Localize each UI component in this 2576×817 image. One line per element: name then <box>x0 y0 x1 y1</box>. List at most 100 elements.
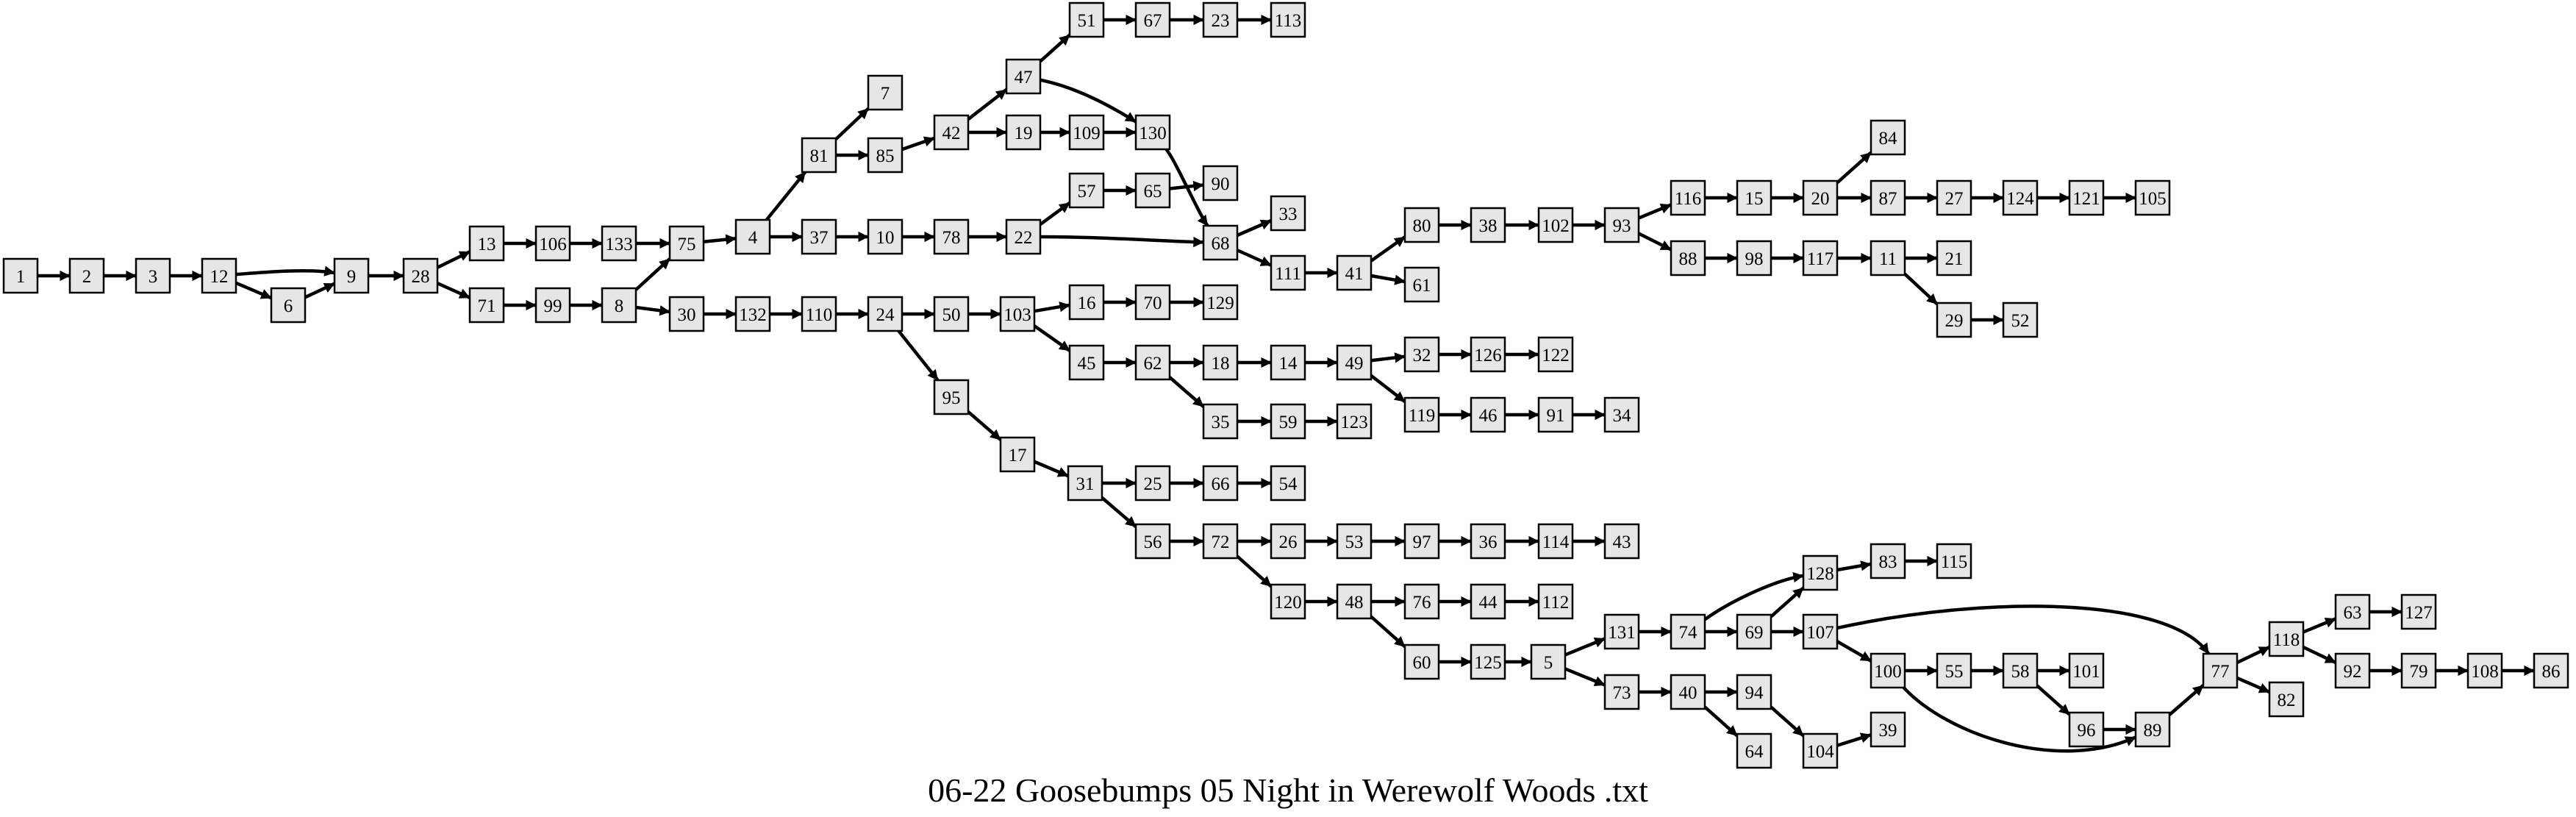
node-label: 36 <box>1479 532 1498 552</box>
node-71: 71 <box>468 287 505 324</box>
node-90: 90 <box>1202 165 1239 201</box>
edge-93-to-116 <box>1638 203 1672 220</box>
edge-12-to-9 <box>235 265 335 277</box>
node-box <box>1870 240 1906 277</box>
node-label: 98 <box>1745 249 1764 269</box>
node-34: 34 <box>1603 396 1640 433</box>
node-box <box>867 218 904 255</box>
node-52: 52 <box>2002 302 2039 338</box>
node-box <box>1537 207 1574 243</box>
edge-49-to-119 <box>1370 374 1406 404</box>
node-label: 94 <box>1745 683 1764 703</box>
node-box <box>1134 1 1171 38</box>
node-box <box>1068 284 1105 321</box>
node-69: 69 <box>1736 613 1772 650</box>
node-box <box>1802 732 1839 769</box>
node-label: 45 <box>1078 354 1096 374</box>
node-box <box>1403 266 1440 303</box>
node-box <box>534 225 571 262</box>
edge-31-to-56 <box>1101 496 1137 528</box>
node-28: 28 <box>402 257 439 294</box>
node-2: 2 <box>68 257 105 294</box>
node-41: 41 <box>1336 254 1373 291</box>
node-87: 87 <box>1870 179 1906 216</box>
node-93: 93 <box>1603 207 1640 243</box>
node-10: 10 <box>867 218 904 255</box>
node-label: 37 <box>810 228 829 248</box>
node-99: 99 <box>534 287 571 324</box>
node-85: 85 <box>867 137 904 174</box>
node-70: 70 <box>1134 284 1171 321</box>
node-22: 22 <box>1005 218 1042 255</box>
node-box <box>1470 396 1506 433</box>
node-label: 132 <box>739 305 767 325</box>
node-20: 20 <box>1802 179 1839 216</box>
node-box <box>1336 254 1373 291</box>
node-box <box>999 296 1036 332</box>
node-104: 104 <box>1802 732 1839 769</box>
node-box <box>1005 218 1042 255</box>
node-label: 75 <box>678 235 696 254</box>
edge-17-to-31 <box>1034 460 1069 478</box>
node-box <box>1068 344 1105 381</box>
node-box <box>2400 593 2437 630</box>
node-box <box>1603 523 1640 560</box>
node-label: 62 <box>1144 354 1162 374</box>
node-box <box>468 287 505 324</box>
node-box <box>1603 207 1640 243</box>
node-label: 122 <box>1542 346 1570 365</box>
node-89: 89 <box>2134 711 2171 748</box>
node-label: 51 <box>1078 11 1096 31</box>
node-box <box>668 296 705 332</box>
edge-107-to-77 <box>1836 604 2211 655</box>
node-box <box>2068 179 2105 216</box>
node-box <box>1403 336 1440 373</box>
node-label: 40 <box>1679 683 1697 703</box>
node-127: 127 <box>2400 593 2437 630</box>
node-box <box>2068 652 2105 689</box>
node-box <box>1870 179 1906 216</box>
node-label: 116 <box>1675 189 1702 209</box>
node-31: 31 <box>1067 465 1103 502</box>
node-label: 27 <box>1945 189 1964 209</box>
node-box <box>1336 403 1373 440</box>
edge-118-to-92 <box>2303 645 2336 665</box>
node-label: 49 <box>1345 354 1364 374</box>
node-box <box>1670 179 1706 216</box>
node-121: 121 <box>2068 179 2105 216</box>
node-box <box>2334 593 2371 630</box>
node-label: 3 <box>149 267 158 287</box>
node-label: 84 <box>1879 129 1898 149</box>
node-label: 117 <box>1807 249 1834 269</box>
edge-85-to-42 <box>901 136 935 151</box>
node-box <box>933 218 970 255</box>
node-88: 88 <box>1670 240 1706 277</box>
node-box <box>801 137 837 174</box>
node-label: 92 <box>2344 662 2362 682</box>
node-box <box>1202 165 1239 201</box>
node-box <box>1202 1 1239 38</box>
node-79: 79 <box>2400 652 2437 689</box>
node-label: 43 <box>1613 532 1631 552</box>
edge-100-to-89 <box>1902 686 2136 753</box>
node-26: 26 <box>1270 523 1306 560</box>
node-box <box>1068 1 1105 38</box>
node-32: 32 <box>1403 336 1440 373</box>
node-box <box>1005 58 1042 95</box>
edge-5-to-73 <box>1564 667 1606 687</box>
node-label: 15 <box>1745 189 1764 209</box>
node-83: 83 <box>1870 543 1906 579</box>
node-133: 133 <box>601 225 637 262</box>
node-box <box>1067 465 1103 502</box>
node-label: 56 <box>1144 532 1162 552</box>
node-label: 76 <box>1413 593 1431 613</box>
edge-6-to-9 <box>304 282 335 299</box>
node-49: 49 <box>1336 344 1373 381</box>
node-label: 123 <box>1340 413 1368 432</box>
node-label: 79 <box>2410 662 2428 682</box>
node-126: 126 <box>1470 336 1506 373</box>
node-box <box>1134 344 1171 381</box>
node-label: 61 <box>1413 276 1431 296</box>
